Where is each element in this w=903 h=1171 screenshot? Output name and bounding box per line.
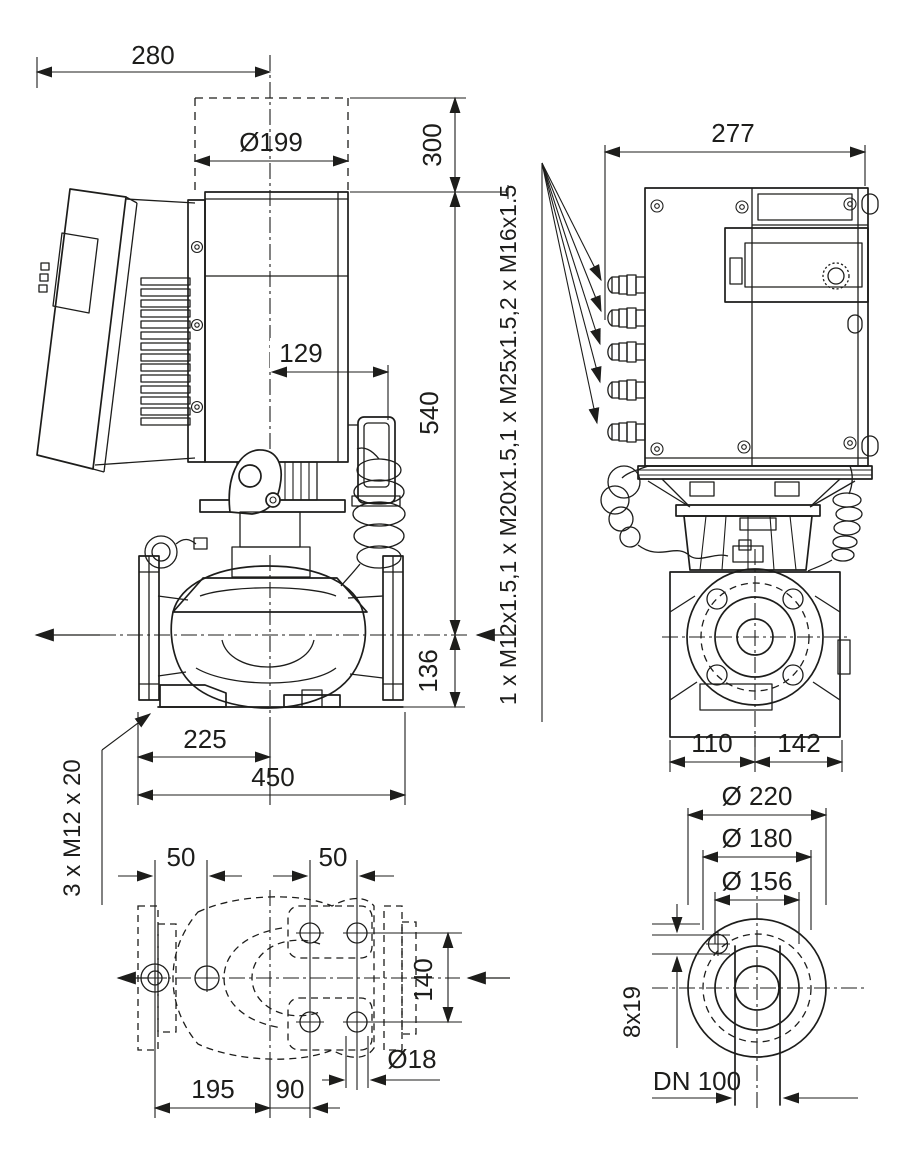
cable-gland-icon	[607, 379, 646, 401]
plan-flange-right	[383, 905, 417, 1051]
dim-140: 140	[408, 931, 454, 1024]
dim-label: 540	[414, 391, 444, 434]
dim-label: Ø 220	[722, 781, 793, 811]
connector-icon	[40, 262, 50, 271]
note-foot-thread: 3 x M12 x 20	[59, 713, 152, 905]
note-bolt-slots: 8x19	[619, 904, 730, 1048]
dim-225: 225	[136, 712, 272, 805]
motor-envelope-dashed	[194, 97, 349, 190]
clamp-hole	[238, 464, 262, 488]
dim-label: 277	[711, 118, 754, 148]
dim-label: 225	[183, 724, 226, 754]
dim-90: 90	[270, 1074, 340, 1114]
dim-199: Ø199	[193, 127, 350, 167]
plan-extension-lines	[154, 860, 462, 1118]
flange-detail-view: Ø 220 Ø 180 Ø 156 8x19 DN 100	[619, 781, 864, 1108]
display-panel	[724, 227, 869, 303]
mounting-bracket	[348, 416, 401, 507]
note-label: 8x19	[619, 986, 646, 1038]
dim-195: 195	[153, 1074, 272, 1114]
cable-gland-icon	[607, 421, 646, 443]
dim-180: Ø 180	[701, 823, 813, 930]
dim-129: 129	[270, 338, 390, 420]
plan-volute-outline	[172, 896, 375, 1060]
volute-casing	[138, 555, 404, 709]
control-module	[36, 188, 196, 473]
cable-coil-left	[144, 535, 208, 569]
dim-300: 300	[350, 96, 509, 199]
pump-foot	[159, 684, 227, 708]
dim-280: 280	[35, 40, 272, 88]
foot-plan-view: 50 50 140 195 90 Ø18	[116, 842, 510, 1118]
cable-gland-icon	[607, 307, 646, 329]
dim-label: 50	[319, 842, 348, 872]
display-window	[52, 232, 99, 314]
dim-136: 136	[403, 633, 465, 709]
cable-coil-front-right	[807, 465, 863, 572]
cable-coil-front-left	[600, 465, 729, 560]
note-label: 3 x M12 x 20	[59, 759, 86, 896]
dim-label: 129	[279, 338, 322, 368]
dim-label: 280	[131, 40, 174, 70]
gland-note: 1 x M12x1.5,1 x M20x1.5,1 x M25x1.5,2 x …	[495, 162, 602, 722]
dim-label: 140	[408, 958, 438, 1001]
bolt-hole	[706, 588, 728, 610]
dim-50-left: 50	[118, 842, 242, 882]
cable-glands	[607, 274, 646, 443]
dim-label: Ø18	[387, 1044, 436, 1074]
dim-label: Ø 156	[722, 866, 793, 896]
dim-540: 540	[414, 190, 461, 637]
dim-label: 90	[276, 1074, 305, 1104]
dim-50-right: 50	[273, 842, 394, 882]
knob-icon	[822, 262, 850, 290]
motor-lantern-front	[637, 465, 873, 571]
dim-450: 450	[136, 712, 407, 805]
note-dn100: DN 100	[652, 1066, 858, 1104]
front-view: 1 x M12x1.5,1 x M20x1.5,1 x M25x1.5,2 x …	[495, 118, 879, 772]
volute-front	[662, 549, 851, 747]
plan-centerlines	[116, 890, 510, 1065]
heatsink-fins	[140, 277, 191, 426]
dim-label: Ø199	[239, 127, 303, 157]
cable-coil-right	[340, 447, 406, 587]
connector-icon	[38, 284, 48, 293]
dim-label: 142	[777, 728, 820, 758]
electronics-box	[644, 187, 879, 467]
connector-icon	[39, 273, 49, 282]
bolt-hole	[782, 588, 804, 610]
screw-icon	[650, 197, 857, 456]
side-view: 280 Ø199 300 540 136 129	[34, 40, 516, 905]
dim-220: Ø 220	[686, 781, 828, 905]
dim-110-142: 110 142	[668, 728, 844, 772]
motor-body	[187, 191, 349, 463]
coupling	[199, 449, 346, 578]
dim-label: 450	[251, 762, 294, 792]
dim-hole-18: Ø18	[322, 1036, 440, 1088]
dim-label: 300	[417, 123, 447, 166]
note-label: 1 x M12x1.5,1 x M20x1.5,1 x M25x1.5,2 x …	[495, 185, 521, 705]
note-label: DN 100	[653, 1066, 741, 1096]
dim-label: 195	[191, 1074, 234, 1104]
dim-label: 50	[167, 842, 196, 872]
dim-label: 136	[413, 649, 443, 692]
cable-gland-icon	[607, 341, 646, 363]
dim-label: Ø 180	[722, 823, 793, 853]
dim-label: 110	[691, 728, 732, 758]
bolt-hole	[706, 664, 728, 686]
dim-156: Ø 156	[713, 866, 801, 944]
flange-circles	[652, 876, 864, 1108]
cable-gland-icon	[607, 274, 646, 296]
dim-277: 277	[603, 118, 867, 320]
bolt-hole	[782, 664, 804, 686]
